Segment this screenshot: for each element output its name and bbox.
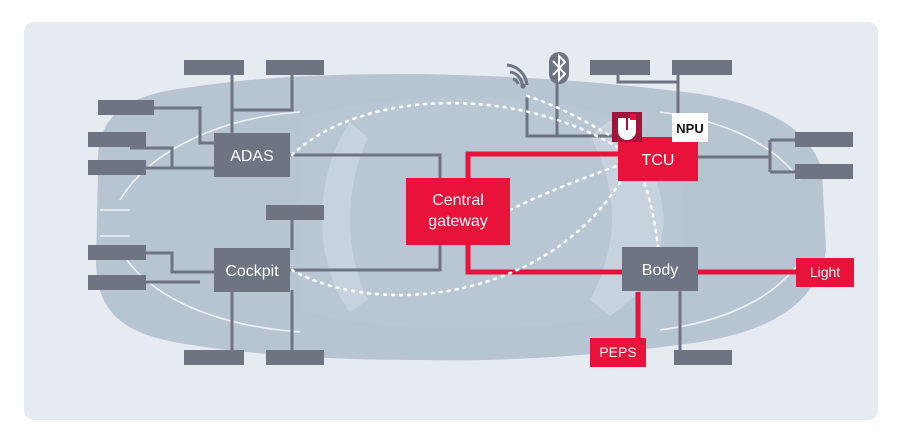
car-rear-window [322,122,368,312]
light-label: Light [810,264,840,280]
ecu-block [88,245,146,260]
bluetooth-icon [549,52,569,84]
main-ecus: ADAS Cockpit Body Central gateway TCU NP… [214,113,854,367]
wire-gateway-tcu [465,151,618,178]
ecu-block [795,164,853,179]
central-gateway-node[interactable] [406,178,510,245]
ecu-block [266,205,324,220]
body-label: Body [642,262,678,279]
cockpit-node[interactable] [214,248,290,292]
dotted-links [290,94,660,297]
dotted-link-wireless [525,94,620,142]
ecu-block [88,160,146,175]
ecu-block [266,60,324,75]
cockpit-label: Cockpit [225,263,279,280]
ecu-block [672,60,732,75]
wifi-signal-icon [506,63,529,89]
ecu-block [184,60,244,75]
ecu-block [98,100,154,115]
ecu-block [88,275,146,290]
dotted-link-cockpit-tcu [290,163,632,297]
ecu-block [674,350,732,365]
peps-label: PEPS [599,344,636,360]
light-node[interactable] [796,258,854,287]
adas-label: ADAS [230,148,274,165]
wire-cockpit-gateway [290,245,442,272]
ecu-block [266,350,324,365]
ecu-block [88,132,146,147]
dotted-link-adas-tcu [290,101,630,157]
tcu-label: TCU [642,152,675,169]
adas-node[interactable] [214,133,290,177]
wire-adas-gateway [290,153,442,180]
security-shield-icon [612,112,642,142]
ecu-block [184,350,244,365]
ecu-block [795,132,853,147]
peps-node[interactable] [590,338,646,367]
central-gateway-label-line1: Central [432,192,484,209]
npu-label: NPU [676,121,703,136]
npu-node[interactable] [672,113,708,142]
central-gateway-label-line2: gateway [428,213,488,230]
wire-gateway-body [465,245,622,275]
dotted-link-body-tcu [636,164,660,250]
ecu-block [590,60,650,75]
body-node[interactable] [622,247,698,291]
tcu-node[interactable] [618,137,698,181]
dotted-link-gateway-tcu [508,162,624,212]
peripheral-ecus [88,60,853,365]
